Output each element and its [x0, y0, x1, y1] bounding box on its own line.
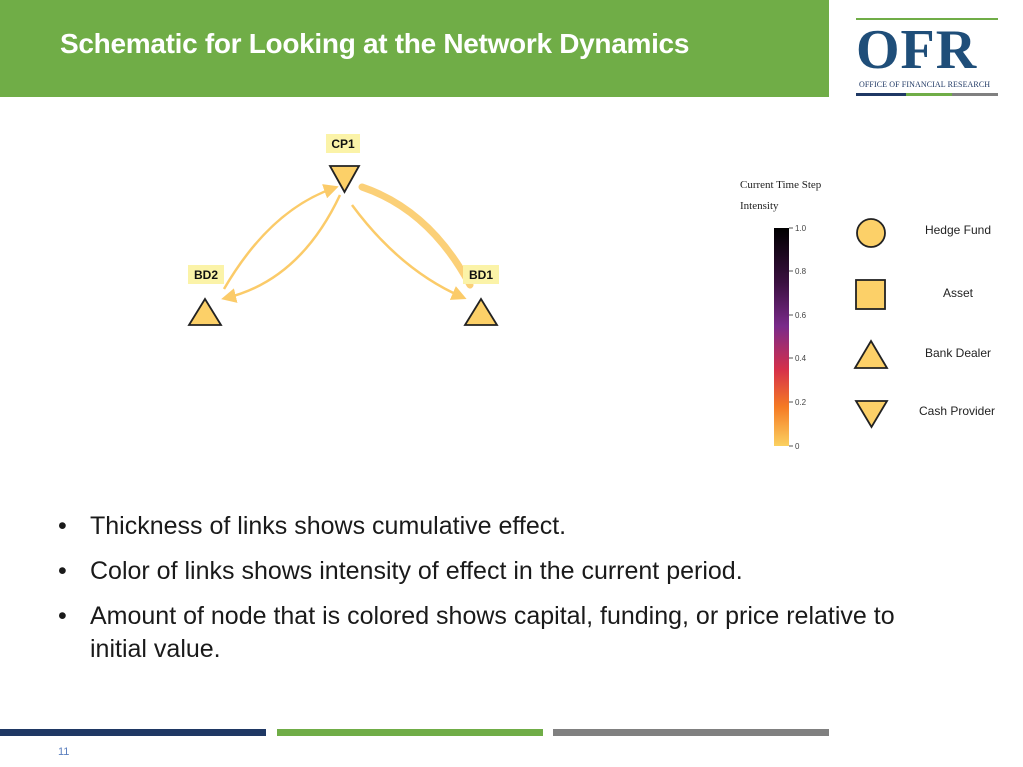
- node-label: BD1: [469, 268, 493, 282]
- links: [221, 183, 474, 303]
- colorbar-ticks: 1.0 0.8 0.6 0.4 0.2 0: [789, 224, 807, 451]
- ofr-logo: OFR OFFICE OF FINANCIAL RESEARCH: [856, 18, 1000, 98]
- link-bd2-cp1: [222, 184, 339, 290]
- cash-provider-icon: [854, 400, 889, 429]
- cash-provider-node-icon: [328, 165, 361, 194]
- node-cp1: CP1: [326, 134, 361, 194]
- bullet-item: • Amount of node that is colored shows ca…: [58, 600, 938, 666]
- footer-bar-2: [277, 729, 543, 736]
- tick-label: 0.8: [795, 267, 807, 276]
- logo-letters: OFR: [856, 19, 978, 81]
- footer-bar-1: [0, 729, 266, 736]
- node-label-bg: [188, 265, 224, 284]
- node-label: CP1: [331, 137, 355, 151]
- node-label-bg: [463, 265, 499, 284]
- node-bd2: BD2: [187, 265, 224, 326]
- link-bd1-cp1: [358, 183, 474, 289]
- tick-label: 0.2: [795, 398, 807, 407]
- legend-label-hedge-fund: Hedge Fund: [925, 223, 991, 237]
- bullet-symbol: •: [58, 602, 67, 630]
- slide-title: Schematic for Looking at the Network Dyn…: [60, 28, 690, 59]
- colorbar: Current Time Step Intensity 1.0 0.8 0.6 …: [740, 179, 822, 451]
- link-cp1-bd2: [221, 194, 342, 303]
- bank-dealer-icon: [853, 339, 889, 369]
- tick-label: 0.4: [795, 354, 807, 363]
- bank-dealer-node-icon: [463, 297, 499, 326]
- logo-subtitle: OFFICE OF FINANCIAL RESEARCH: [859, 80, 991, 89]
- colorbar-title-line2: Intensity: [740, 200, 779, 212]
- bullet-item: • Color of links shows intensity of effec…: [58, 555, 938, 588]
- bullet-text: Thickness of links shows cumulative effe…: [90, 512, 567, 540]
- title-bar: Schematic for Looking at the Network Dyn…: [0, 0, 829, 97]
- colorbar-title-line1: Current Time Step: [740, 179, 822, 191]
- bullet-symbol: •: [58, 512, 67, 540]
- node-bd1: BD1: [463, 265, 499, 326]
- bullet-item: • Thickness of links shows cumulative eff…: [58, 510, 938, 543]
- bullet-text: Amount of node that is colored shows cap…: [90, 602, 895, 663]
- bullet-symbol: •: [58, 557, 67, 585]
- tick-label: 0: [795, 442, 800, 451]
- link-cp1-bd1: [350, 204, 467, 300]
- logo-stripe-2: [906, 93, 952, 96]
- node-label: BD2: [194, 268, 218, 282]
- bank-dealer-node-icon: [187, 297, 223, 326]
- legend-label-bank-dealer: Bank Dealer: [925, 346, 991, 360]
- footer-bar-3: [553, 729, 829, 736]
- tick-label: 0.6: [795, 311, 807, 320]
- logo-stripe-1: [856, 93, 906, 96]
- bullet-list: • Thickness of links shows cumulative eff…: [58, 510, 938, 678]
- legend-label-asset: Asset: [943, 286, 974, 300]
- bullet-text: Color of links shows intensity of effect…: [90, 557, 743, 585]
- colorbar-gradient: [774, 228, 789, 446]
- hedge-fund-icon: [856, 218, 886, 248]
- legend: Hedge Fund Asset Bank Dealer Cash Provid…: [853, 218, 995, 429]
- asset-icon: [855, 279, 886, 310]
- node-label-bg: [326, 134, 360, 153]
- legend-label-cash-provider: Cash Provider: [919, 404, 995, 418]
- tick-label: 1.0: [795, 224, 807, 233]
- page-number: 11: [58, 746, 70, 758]
- logo-stripe-3: [952, 93, 998, 96]
- logo-stripes: [856, 93, 998, 96]
- logo-top-rule: [856, 18, 998, 20]
